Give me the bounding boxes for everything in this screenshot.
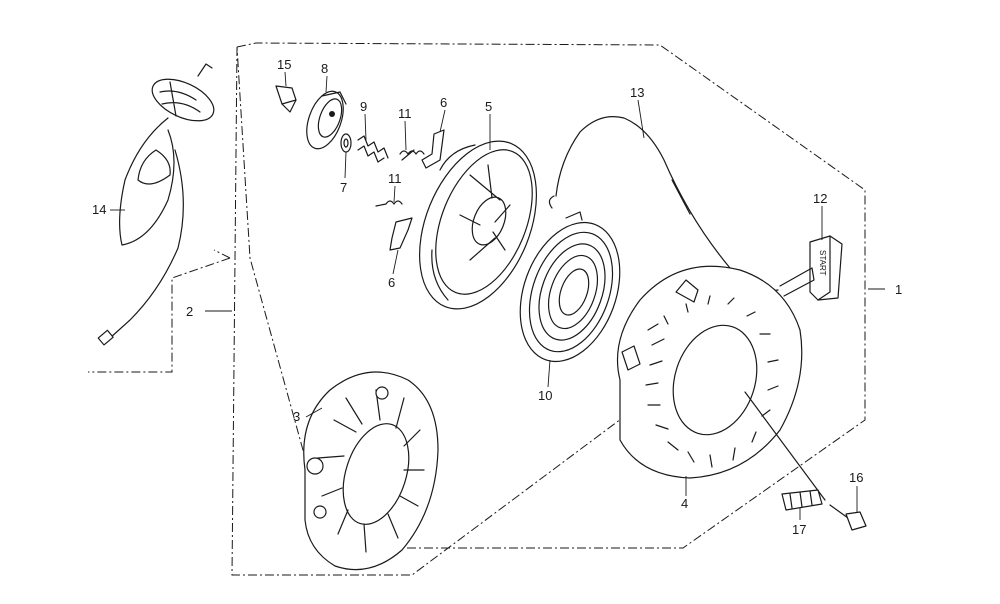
callout-9: 9	[360, 99, 367, 114]
part-3-starter-case	[303, 371, 439, 571]
part-14-wire-harness	[97, 63, 215, 346]
part-11-return-spring-upper	[399, 149, 425, 161]
callout-12: 12	[813, 191, 827, 206]
callout-labels: 1 2 3 4 5 6 6 7 8 9 10 11 11 12 13 14 15…	[92, 57, 902, 537]
callout-7: 7	[340, 180, 347, 195]
part-9-spring	[357, 135, 389, 163]
callout-11-lower: 11	[388, 171, 402, 186]
callout-1: 1	[895, 282, 902, 297]
callout-4: 4	[681, 496, 688, 511]
callout-17: 17	[792, 522, 806, 537]
callout-14: 14	[92, 202, 106, 217]
part-6-pawl-upper	[421, 129, 445, 169]
part-5-reel-pulley	[418, 140, 538, 310]
part-4-recoil-cover	[616, 265, 826, 501]
callout-11-upper: 11	[398, 106, 412, 121]
part-7-washer	[340, 133, 352, 153]
callout-16: 16	[849, 470, 863, 485]
callout-15: 15	[277, 57, 291, 72]
callout-5: 5	[485, 99, 492, 114]
part-8-ratchet	[306, 90, 347, 150]
part-6-pawl-lower	[389, 217, 413, 251]
part-11-return-spring-lower	[375, 200, 403, 207]
leader-lines	[110, 71, 885, 520]
part-16-bolt	[829, 504, 867, 531]
part-15-screw	[275, 85, 297, 113]
grip-stamp-text: START	[818, 250, 827, 276]
callout-2: 2	[186, 304, 193, 319]
callout-6-lower: 6	[388, 275, 395, 290]
callout-6-upper: 6	[440, 95, 447, 110]
callout-8: 8	[321, 61, 328, 76]
assembly-boundary-lines	[88, 42, 866, 576]
callout-13: 13	[630, 85, 644, 100]
part-10-spiral-spring	[519, 211, 621, 363]
part-17-collar	[781, 489, 823, 511]
callout-10: 10	[538, 388, 552, 403]
part-12-starter-grip: START	[779, 235, 843, 301]
callout-3: 3	[293, 409, 300, 424]
